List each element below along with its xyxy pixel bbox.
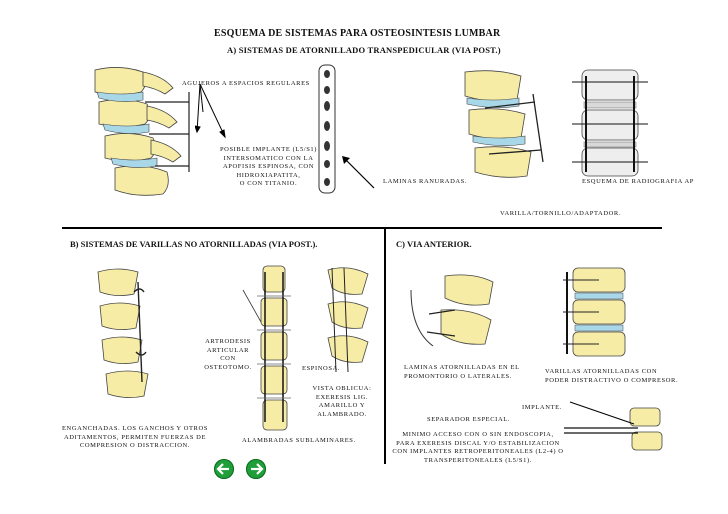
minimal-access-label: MINIMO ACCESO CON O SIN ENDOSCOPIA, PARA… [392, 431, 564, 465]
implant-label-line: HIDROXIAPATITA, [236, 171, 301, 179]
minimal-access-illustration [564, 401, 663, 451]
hooks-label-line: COMPRESION O DISTRACCION. [79, 442, 191, 449]
access-label-line: CON IMPLANTES RETROPERITONEALES (L2-4) O [392, 448, 564, 455]
pedicle-screw-lateral-illustration [464, 70, 544, 178]
page-title: ESQUEMA DE SISTEMAS PARA OSTEOSINTESIS L… [214, 28, 501, 39]
rod-screw-label: VARILLA/TORNILLO/ADAPTADOR. [500, 210, 622, 217]
arrow-left-icon [216, 463, 229, 475]
previous-page-button[interactable] [214, 459, 234, 479]
arrow-right-icon [251, 463, 264, 475]
access-label-line: MINIMO ACCESO CON O SIN ENDOSCOPIA, [402, 431, 554, 438]
anterior-rods-illustration [563, 267, 626, 357]
sublaminar-wires-label: ALAMBRADAS SUBLAMINARES. [242, 437, 356, 444]
horizontal-divider [62, 227, 662, 229]
rods-label-line: PODER DISTRACTIVO O COMPRESOR. [545, 376, 679, 384]
implant-label-line: INTERSOMATICO CON LA [223, 154, 314, 162]
oblique-view-label: VISTA OBLICUA: EXERESIS LIG. AMARILLO Y … [312, 385, 372, 419]
plates-label-line: LAMINAS ATORNILLADAS EN EL [404, 364, 520, 371]
screwed-rods-label: VARILLAS ATORNILLADAS CON PODER DISTRACT… [545, 368, 678, 385]
arthrodesis-label-line: ARTRODESIS [205, 338, 251, 345]
section-c-heading: C) VIA ANTERIOR. [396, 239, 472, 249]
oblique-label-line: ALAMBRADO. [317, 410, 367, 418]
implant-label-line: POSIBLE IMPLANTE (L5/S1) [219, 146, 318, 153]
plates-label-line: PROMONTORIO O LATERALES. [404, 372, 512, 380]
special-separator-label: SEPARADOR ESPECIAL. [427, 416, 511, 423]
vertical-divider [384, 229, 386, 464]
arthrodesis-label-line: ARTICULAR CON [206, 346, 250, 363]
anterior-plates-illustration [410, 274, 494, 347]
next-page-button[interactable] [246, 459, 266, 479]
holes-label: AGUJEROS A ESPACIOS REGULARES [182, 80, 310, 87]
sublaminar-wiring-illustration [242, 265, 291, 431]
oblique-label-line: AMARILLO Y [318, 402, 366, 409]
access-label-line: TRANSPERITONEALES (L5/S1). [424, 456, 532, 464]
implant-label-line: APOFISIS ESPINOSA, CON [222, 163, 315, 170]
oblique-label-line: VISTA OBLICUA: [312, 385, 372, 392]
section-b-heading: B) SISTEMAS DE VARILLAS NO ATORNILLADAS … [70, 239, 318, 249]
spinous-label: ESPINOSA. [302, 365, 341, 372]
xray-label: ESQUEMA DE RADIOGRAFIA AP [582, 178, 694, 185]
oblique-label-line: EXERESIS LIG. [315, 393, 369, 401]
lateral-spine-screws-illustration [94, 67, 190, 196]
ap-xray-illustration [572, 69, 648, 177]
slotted-arrow [342, 156, 375, 189]
slotted-plate-illustration [318, 64, 336, 194]
implant-label-line: O CON TITANIO. [239, 180, 298, 187]
section-a-heading: A) SISTEMAS DE ATORNILLADO TRANSPEDICULA… [227, 45, 501, 55]
access-label-line: PARA EXERESIS DISCAL Y/O ESTABILIZACION [396, 439, 560, 447]
oblique-view-illustration [327, 267, 369, 373]
arthrodesis-label: ARTRODESIS ARTICULAR CON OSTEOTOMO. [199, 338, 257, 372]
hooks-label-line: ENGANCHADAS. LOS GANCHOS Y OTROS [61, 425, 209, 432]
hooks-label: ENGANCHADAS. LOS GANCHOS Y OTROS ADITAME… [60, 425, 210, 451]
hooks-label-line: ADITAMENTOS, PERMITEN FUERZAS DE [63, 433, 207, 441]
implant-c-label: IMPLANTE. [522, 404, 562, 411]
slotted-plates-label: LAMINAS RANURADAS. [383, 178, 468, 185]
rods-label-line: VARILLAS ATORNILLADAS CON [545, 368, 658, 375]
arthrodesis-label-line: OSTEOTOMO. [204, 363, 252, 371]
hooked-rods-illustration [97, 268, 149, 398]
screwed-plates-label: LAMINAS ATORNILLADAS EN EL PROMONTORIO O… [404, 364, 520, 381]
pointer-arrows [195, 83, 226, 139]
implant-label: POSIBLE IMPLANTE (L5/S1) INTERSOMATICO C… [216, 146, 321, 189]
